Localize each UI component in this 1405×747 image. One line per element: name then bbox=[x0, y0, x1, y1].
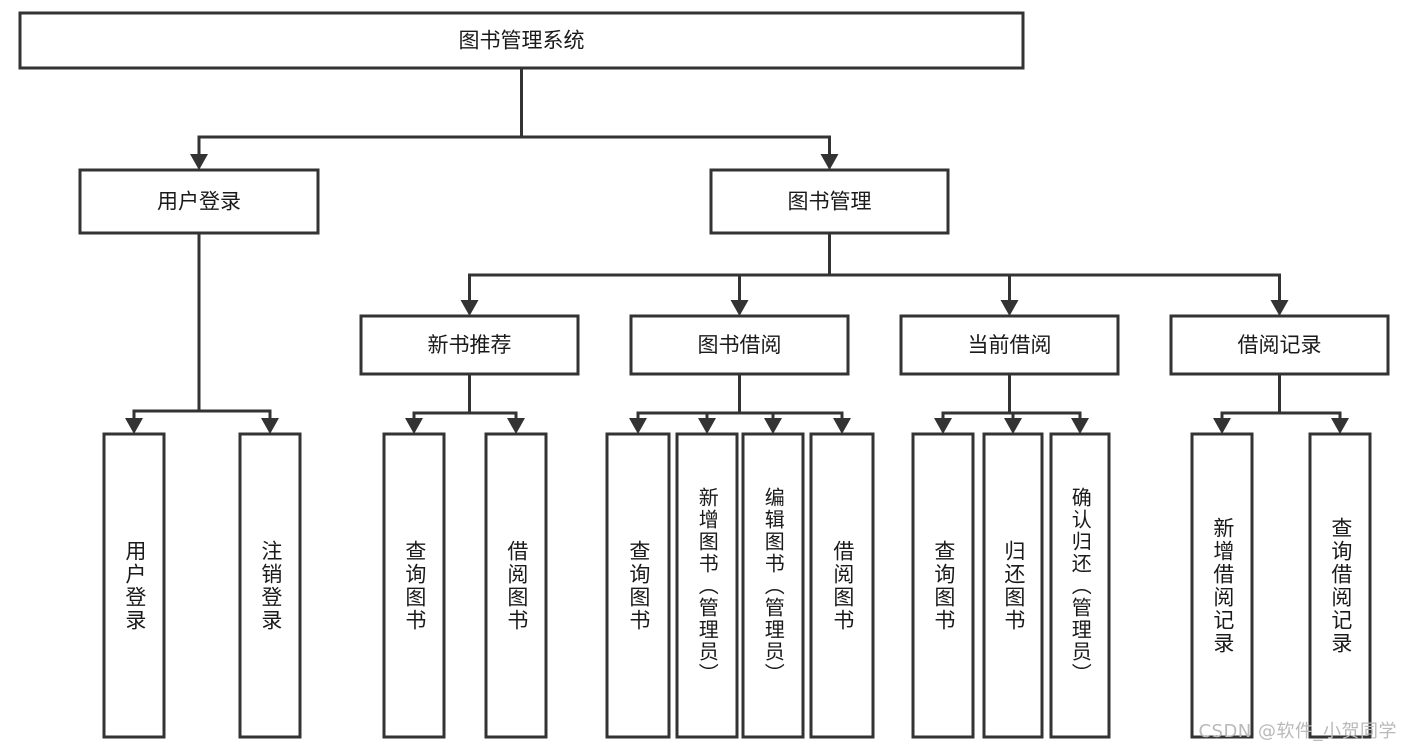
node-box-leaf-query-book-rec[interactable] bbox=[382, 432, 446, 739]
node-user-login[interactable] bbox=[78, 168, 320, 235]
node-leaf-query-borrow-record[interactable] bbox=[1308, 432, 1372, 739]
node-book-management[interactable] bbox=[709, 168, 950, 235]
node-leaf-logout[interactable] bbox=[238, 432, 302, 739]
edge-new-book-recommend-leaf-query-book-rec-arrowhead bbox=[405, 418, 423, 434]
node-leaf-user-login[interactable] bbox=[102, 432, 166, 739]
edge-current-borrow-leaf-query-book-current-arrowhead bbox=[934, 418, 952, 434]
node-label-borrow-records: 借阅记录 bbox=[1238, 333, 1322, 357]
node-leaf-borrow-book-rec[interactable] bbox=[484, 432, 548, 739]
edge-user-login-leaf-logout-arrowhead bbox=[261, 418, 279, 434]
node-box-root[interactable] bbox=[18, 11, 1025, 70]
node-box-leaf-query-book-current[interactable] bbox=[911, 432, 975, 739]
node-leaf-edit-book[interactable] bbox=[741, 432, 805, 739]
node-label-new-book-recommend: 新书推荐 bbox=[428, 333, 512, 357]
node-leaf-query-book-rec[interactable] bbox=[382, 432, 446, 739]
edge-book-management-current-borrow-arrowhead bbox=[1000, 300, 1019, 316]
node-box-leaf-return-book[interactable] bbox=[982, 432, 1044, 739]
edge-book-borrow-leaf-borrow-book-arrowhead bbox=[833, 418, 851, 434]
edge-root-user-login-arrowhead bbox=[190, 154, 208, 170]
edge-book-borrow-leaf-edit-book-arrowhead bbox=[764, 418, 782, 434]
node-leaf-add-book[interactable] bbox=[675, 432, 739, 739]
edge-book-management-borrow-records-arrowhead bbox=[1270, 300, 1289, 316]
node-borrow-records[interactable] bbox=[1169, 314, 1390, 376]
node-leaf-borrow-book[interactable] bbox=[809, 432, 875, 739]
node-book-borrow[interactable] bbox=[629, 314, 850, 376]
edge-borrow-records-leaf-add-borrow-record-arrowhead bbox=[1213, 418, 1231, 434]
node-box-user-login[interactable] bbox=[78, 168, 320, 235]
edge-book-borrow-leaf-add-book-arrowhead bbox=[698, 418, 716, 434]
watermark-text: CSDN @软件_小贺同学 bbox=[1198, 721, 1397, 742]
edge-new-book-recommend-leaf-borrow-book-rec-arrowhead bbox=[507, 418, 525, 434]
node-box-leaf-edit-book[interactable] bbox=[741, 432, 805, 739]
node-label-root: 图书管理系统 bbox=[459, 29, 585, 53]
edge-root-book-management-arrowhead bbox=[820, 154, 839, 170]
node-new-book-recommend[interactable] bbox=[359, 314, 580, 376]
node-box-leaf-confirm-return[interactable] bbox=[1049, 432, 1111, 739]
node-leaf-query-book-borrow[interactable] bbox=[605, 432, 671, 739]
node-current-borrow[interactable] bbox=[899, 314, 1120, 376]
node-box-leaf-query-book-borrow[interactable] bbox=[605, 432, 671, 739]
node-leaf-return-book[interactable] bbox=[982, 432, 1044, 739]
node-box-current-borrow[interactable] bbox=[899, 314, 1120, 376]
node-box-book-management[interactable] bbox=[709, 168, 950, 235]
node-leaf-add-borrow-record[interactable] bbox=[1190, 432, 1254, 739]
node-box-leaf-query-borrow-record[interactable] bbox=[1308, 432, 1372, 739]
node-label-user-login: 用户登录 bbox=[157, 190, 241, 214]
node-label-book-borrow: 图书借阅 bbox=[698, 333, 782, 357]
edge-book-management-book-borrow-arrowhead bbox=[730, 300, 749, 316]
node-box-new-book-recommend[interactable] bbox=[359, 314, 580, 376]
node-label-current-borrow: 当前借阅 bbox=[968, 333, 1052, 357]
node-box-book-borrow[interactable] bbox=[629, 314, 850, 376]
edge-book-management-new-book-recommend-arrowhead bbox=[460, 300, 479, 316]
connector-layer bbox=[125, 66, 1349, 434]
edge-borrow-records-leaf-query-borrow-record-arrowhead bbox=[1331, 418, 1349, 434]
node-leaf-confirm-return[interactable] bbox=[1049, 432, 1111, 739]
box-layer bbox=[18, 11, 1390, 739]
node-leaf-query-book-current[interactable] bbox=[911, 432, 975, 739]
node-box-leaf-add-borrow-record[interactable] bbox=[1190, 432, 1254, 739]
edge-user-login-leaf-user-login-arrowhead bbox=[125, 418, 143, 434]
node-root[interactable] bbox=[18, 11, 1025, 70]
edge-current-borrow-leaf-confirm-return-arrowhead bbox=[1071, 418, 1089, 434]
node-box-leaf-logout[interactable] bbox=[238, 432, 302, 739]
edge-book-borrow-leaf-query-book-borrow-arrowhead bbox=[629, 418, 647, 434]
node-box-borrow-records[interactable] bbox=[1169, 314, 1390, 376]
node-box-leaf-add-book[interactable] bbox=[675, 432, 739, 739]
edge-current-borrow-leaf-return-book-arrowhead bbox=[1004, 418, 1022, 434]
node-label-book-management: 图书管理 bbox=[788, 190, 872, 214]
node-box-leaf-borrow-book-rec[interactable] bbox=[484, 432, 548, 739]
node-box-leaf-borrow-book[interactable] bbox=[809, 432, 875, 739]
node-box-leaf-user-login[interactable] bbox=[102, 432, 166, 739]
